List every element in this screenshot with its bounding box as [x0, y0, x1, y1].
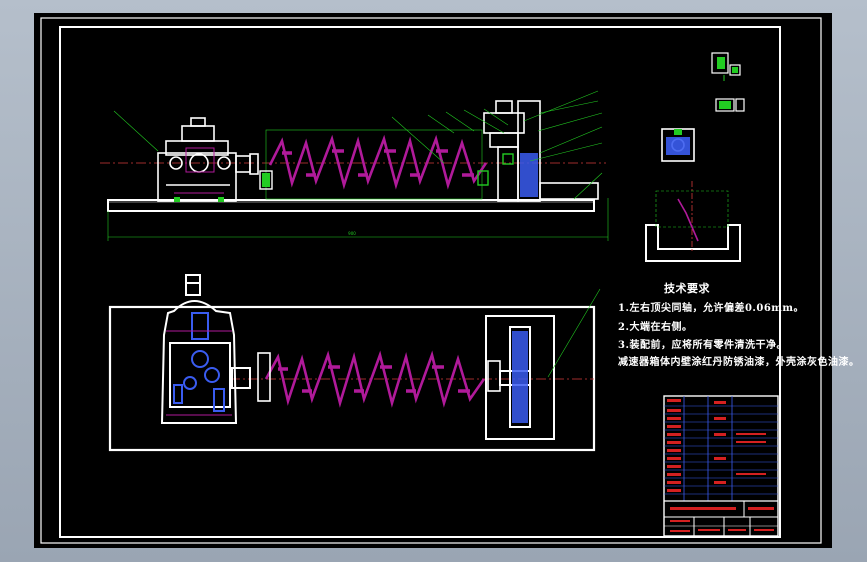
overall-dimension: 900 [348, 231, 356, 236]
gearbox-front [157, 117, 259, 202]
gearbox-top [160, 274, 251, 424]
sheet-border [40, 17, 822, 544]
technical-requirement-4: 减速器箱体内壁涂红丹防锈油漆，外壳涂灰色油漆。 [618, 357, 860, 368]
crankshaft-front [268, 134, 488, 190]
drawing-frame [59, 26, 781, 538]
top-base-plate [108, 305, 596, 452]
technical-requirement-2: 2.大端在右侧。 [618, 322, 693, 333]
leader-lines-front [113, 90, 603, 200]
title-block [663, 395, 779, 537]
technical-requirement-1: 1.左右顶尖同轴，允许偏差0.06mm。 [618, 303, 804, 314]
top-view [108, 274, 601, 452]
technical-requirement-3: 3.装配前，应将所有零件清洗干净。 [618, 340, 787, 351]
crankshaft-top [264, 350, 486, 408]
cad-drawing-canvas[interactable]: 900 [34, 13, 859, 548]
tailstock-front [483, 100, 599, 202]
front-view: 900 [100, 90, 609, 241]
front-base-rail [107, 199, 595, 212]
technical-requirements-title: 技术要求 [664, 282, 710, 295]
detail-views [645, 52, 745, 262]
assembly-drawing: 900 [40, 17, 822, 544]
